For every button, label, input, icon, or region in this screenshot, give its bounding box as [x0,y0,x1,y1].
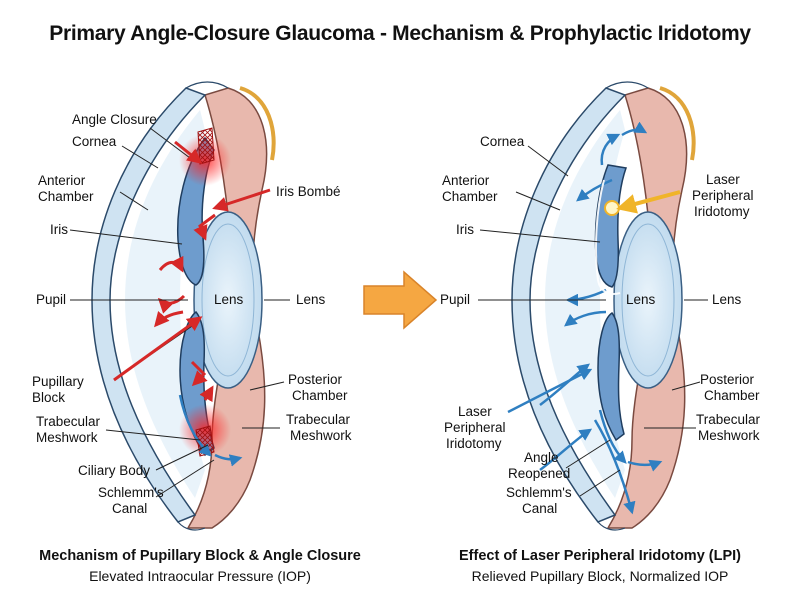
left-trabecular-upper [197,127,215,165]
label-r-lpi-bottom-1: Laser [458,404,492,419]
label-r-lens-outer: Lens [712,292,742,307]
label-r-schlemm-1: Schlemm's [506,485,572,500]
left-eye-diagram: Angle Closure Cornea Anterior Chamber Ir… [32,81,352,531]
right-eye-diagram: Cornea Anterior Chamber Iris Laser Perip… [440,81,761,531]
label-trabecular-left-2: Meshwork [36,430,98,445]
label-pupil: Pupil [36,292,66,307]
label-r-trabecular-2: Meshwork [698,428,760,443]
label-r-lpi-bottom-3: Iridotomy [446,436,502,451]
left-caption-subtitle: Elevated Intraocular Pressure (IOP) [89,568,311,584]
label-r-posterior-chamber-2: Chamber [704,388,760,403]
right-iris-lower [597,312,625,442]
label-r-lpi-top-3: Iridotomy [694,204,750,219]
left-caption-title: Mechanism of Pupillary Block & Angle Clo… [39,548,361,564]
label-trabecular-left-1: Trabecular [36,414,101,429]
label-angle-closure: Angle Closure [72,112,157,127]
label-posterior-chamber-1: Posterior [288,372,343,387]
transition-arrow [363,270,438,330]
right-lens [613,211,683,389]
label-iris: Iris [50,222,68,237]
label-posterior-chamber-2: Chamber [292,388,348,403]
label-cornea: Cornea [72,134,117,149]
label-anterior-chamber-2: Chamber [38,189,94,204]
label-lens-inner: Lens [214,292,244,307]
label-lens-outer: Lens [296,292,326,307]
label-r-iris: Iris [456,222,474,237]
label-pupillary-block-1: Pupillary [32,374,84,389]
label-r-anterior-chamber-1: Anterior [442,173,490,188]
label-ciliary-body: Ciliary Body [78,463,150,478]
label-r-lens-inner: Lens [626,292,656,307]
label-r-cornea: Cornea [480,134,525,149]
label-r-pupil: Pupil [440,292,470,307]
label-trabecular-right-1: Trabecular [286,412,351,427]
label-pupillary-block-2: Block [32,390,65,405]
label-r-lpi-bottom-2: Peripheral [444,420,506,435]
left-sclera-rim [239,86,276,161]
right-caption-title: Effect of Laser Peripheral Iridotomy (LP… [459,548,741,564]
label-r-anterior-chamber-2: Chamber [442,189,498,204]
label-r-angle-reopened-2: Reopened [508,466,570,481]
left-lens [193,211,263,389]
label-r-trabecular-1: Trabecular [696,412,761,427]
label-r-schlemm-2: Canal [522,501,557,516]
label-r-posterior-chamber-1: Posterior [700,372,755,387]
label-schlemm-1: Schlemm's [98,485,164,500]
label-r-lpi-top-1: Laser [706,172,740,187]
label-r-angle-reopened-1: Angle [524,450,559,465]
label-r-lpi-top-2: Peripheral [692,188,754,203]
right-caption-subtitle: Relieved Pupillary Block, Normalized IOP [471,568,729,584]
label-iris-bombe: Iris Bombé [276,184,341,199]
diagram-title: Primary Angle-Closure Glaucoma - Mechani… [49,22,751,45]
label-schlemm-2: Canal [112,501,147,516]
label-anterior-chamber-1: Anterior [38,173,86,188]
label-trabecular-right-2: Meshwork [290,428,352,443]
